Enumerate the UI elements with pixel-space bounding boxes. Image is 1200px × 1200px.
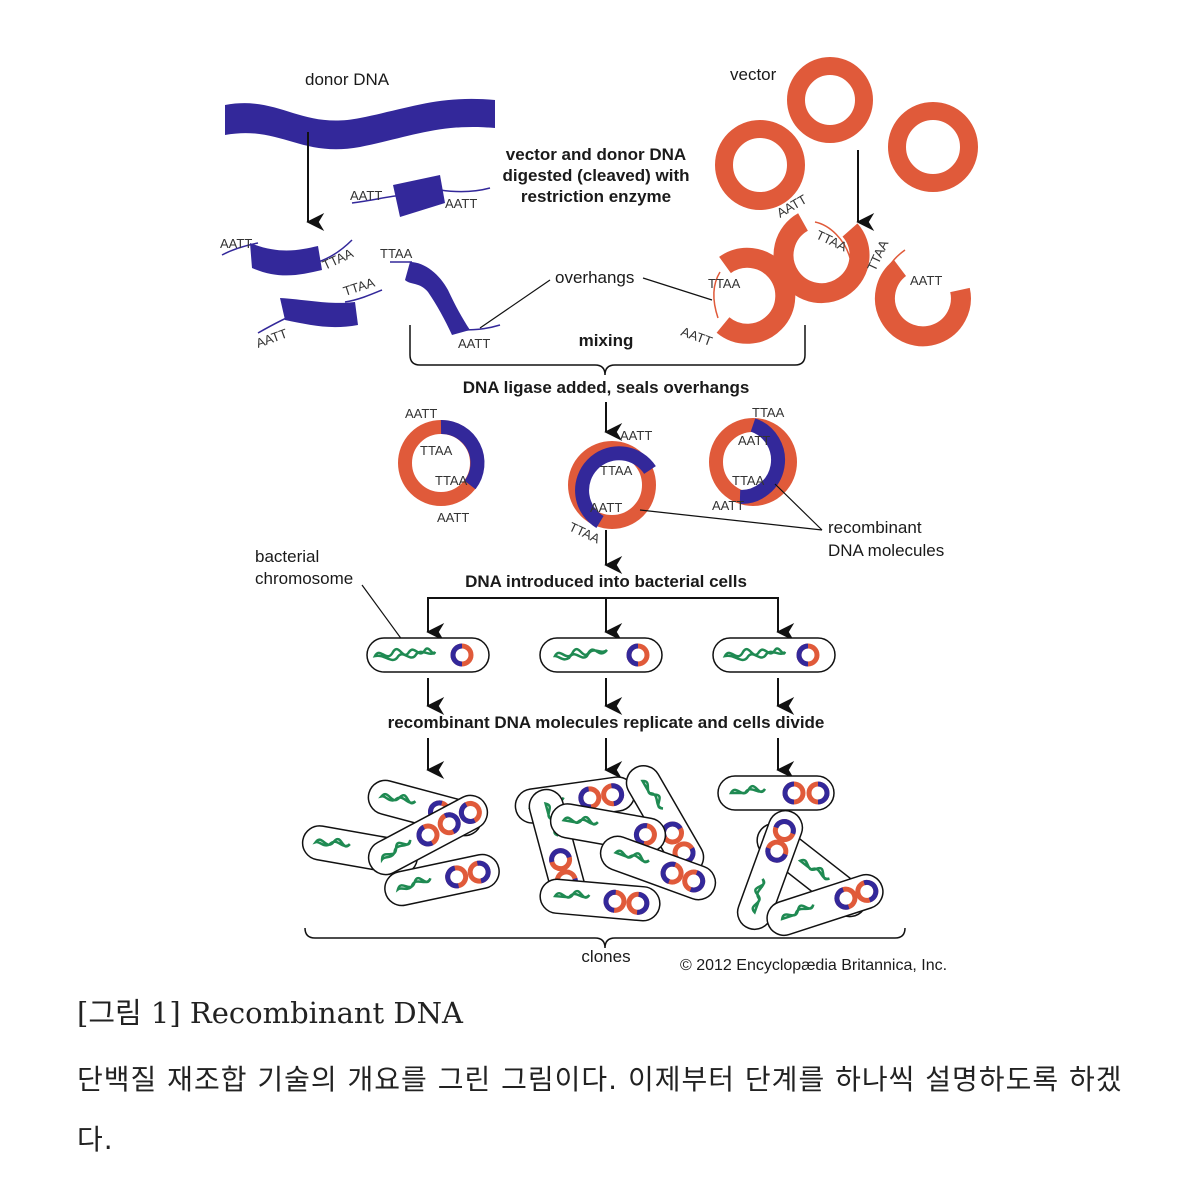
copyright-text: © 2012 Encyclopædia Britannica, Inc. — [680, 957, 947, 974]
introduced-step-label: DNA introduced into bacterial cells — [465, 572, 747, 591]
svg-text:TTAA: TTAA — [420, 443, 453, 458]
bacterial-chromosome-label-line-1: bacterial — [255, 547, 319, 566]
cut-vector-plasmid: AATT TTAA — [773, 191, 870, 304]
donor-fragment: AATT AATT — [350, 175, 491, 217]
bacterial-chromosome-label-line-2: chromosome — [255, 569, 353, 588]
digest-step-line-2: digested (cleaved) with — [502, 166, 689, 185]
svg-text:AATT: AATT — [458, 336, 490, 351]
svg-text:AATT: AATT — [910, 273, 942, 288]
cut-vector-plasmid: TTAA AATT — [864, 237, 971, 347]
bacterial-cell — [766, 873, 884, 937]
bacterial-cell — [549, 803, 667, 853]
recombinant-plasmid: TTAA AATT TTAA AATT — [709, 405, 797, 513]
bacterial-cell — [717, 775, 835, 811]
svg-text:AATT: AATT — [350, 188, 382, 203]
svg-text:AATT: AATT — [738, 433, 770, 448]
vector-plasmid — [787, 57, 873, 143]
clone-cluster — [514, 765, 717, 922]
svg-text:AATT: AATT — [590, 500, 622, 515]
svg-text:TTAA: TTAA — [380, 246, 413, 261]
body-paragraph: 단백질 재조합 기술의 개요를 그린 그림이다. 이제부터 단계를 하나씩 설명… — [77, 1063, 1123, 1156]
svg-text:AATT: AATT — [220, 236, 252, 251]
donor-fragment: AATT TTAA — [220, 236, 356, 276]
split-connector — [427, 597, 779, 627]
svg-text:TTAA: TTAA — [435, 473, 468, 488]
svg-text:AATT: AATT — [620, 428, 652, 443]
svg-text:AATT: AATT — [405, 406, 437, 421]
svg-text:TTAA: TTAA — [341, 275, 377, 299]
bacterial-cell — [539, 637, 663, 673]
digest-step-line-1: vector and donor DNA — [506, 145, 686, 164]
svg-text:AATT: AATT — [679, 324, 714, 349]
bacterial-cell — [599, 835, 717, 901]
replicate-step-label: recombinant DNA molecules replicate and … — [388, 713, 825, 732]
svg-text:AATT: AATT — [712, 498, 744, 513]
cut-vector-plasmid: TTAA AATT — [679, 247, 796, 349]
bacterial-cell — [539, 878, 661, 922]
bacterial-cell — [384, 853, 500, 907]
recombinant-dna-figure: donor DNA AATT AATT AATT TTAA AATT TTAA … — [220, 57, 978, 974]
mixing-label: mixing — [579, 331, 634, 350]
ligase-step-label: DNA ligase added, seals overhangs — [463, 378, 750, 397]
digest-step-line-3: restriction enzyme — [521, 187, 671, 206]
overhangs-pointer — [479, 279, 551, 329]
svg-text:AATT: AATT — [437, 510, 469, 525]
donor-fragment: TTAA AATT — [380, 246, 501, 351]
recombinant-pointer — [774, 483, 823, 531]
recombinant-label-line-1: recombinant — [828, 518, 922, 537]
overhangs-pointer — [642, 277, 713, 301]
clone-cluster — [717, 775, 884, 937]
svg-text:TTAA: TTAA — [708, 276, 741, 291]
recombinant-label-line-2: DNA molecules — [828, 541, 944, 560]
mixing-bracket — [409, 325, 806, 376]
bacterial-cell — [366, 637, 490, 673]
bacterial-cell — [367, 794, 489, 876]
recombinant-plasmid: AATT TTAA TTAA AATT — [398, 406, 485, 525]
donor-dna-strand — [225, 98, 495, 150]
vector-plasmid — [888, 102, 978, 192]
donor-dna-label: donor DNA — [305, 70, 390, 89]
bacterial-cell — [736, 809, 804, 931]
overhangs-label: overhangs — [555, 268, 634, 287]
donor-fragment: AATT TTAA — [254, 275, 383, 351]
svg-text:TTAA: TTAA — [732, 473, 765, 488]
svg-text:TTAA: TTAA — [320, 245, 356, 272]
svg-text:TTAA: TTAA — [814, 227, 850, 254]
recombinant-plasmid: AATT TTAA AATT TTAA — [567, 428, 656, 546]
svg-text:TTAA: TTAA — [752, 405, 785, 420]
clone-cluster — [301, 779, 500, 907]
recombinant-pointer — [639, 509, 823, 531]
vector-label: vector — [730, 65, 777, 84]
clones-label: clones — [581, 947, 630, 966]
svg-text:AATT: AATT — [254, 326, 289, 351]
bacterial-cell — [712, 637, 836, 673]
svg-text:TTAA: TTAA — [600, 463, 633, 478]
clones-bracket — [304, 927, 906, 949]
vector-plasmid — [715, 120, 805, 210]
svg-text:AATT: AATT — [445, 196, 477, 211]
figure-caption: [그림 1] Recombinant DNA — [77, 996, 463, 1030]
